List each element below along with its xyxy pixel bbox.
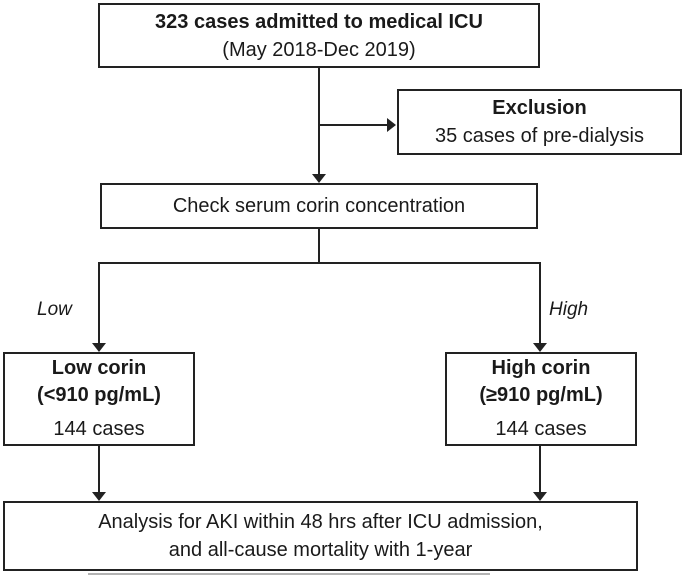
connector-to-exclusion xyxy=(318,124,387,126)
connector-branch-to-high xyxy=(539,262,541,344)
arrowhead-high-to-analysis xyxy=(533,492,547,501)
exclusion-box: Exclusion 35 cases of pre-dialysis xyxy=(397,89,682,155)
high-corin-cases: 144 cases xyxy=(495,418,587,440)
analysis-line1: Analysis for AKI within 48 hrs after ICU… xyxy=(98,511,543,533)
connector-top-to-check xyxy=(318,68,320,175)
low-corin-line1: Low corin xyxy=(51,357,147,379)
branch-label-high: High xyxy=(549,299,589,320)
low-corin-cases: 144 cases xyxy=(53,418,145,440)
arrowhead-down-to-high xyxy=(533,343,547,352)
branch-line xyxy=(98,262,541,264)
arrowhead-low-to-analysis xyxy=(92,492,106,501)
arrowhead-down-to-check xyxy=(312,174,326,183)
high-corin-line1: High corin xyxy=(491,357,591,379)
high-corin-line2: (≥910 pg/mL) xyxy=(479,384,603,406)
admitted-cases-line1: 323 cases admitted to medical ICU xyxy=(155,10,483,33)
exclusion-detail: 35 cases of pre-dialysis xyxy=(435,125,644,147)
low-corin-line2: (<910 pg/mL) xyxy=(37,384,161,406)
check-corin-label: Check serum corin concentration xyxy=(172,195,466,217)
high-corin-box: High corin (≥910 pg/mL) 144 cases xyxy=(445,352,637,446)
scan-artifact-line xyxy=(88,573,490,575)
arrowhead-down-to-low xyxy=(92,343,106,352)
admitted-cases-line2: (May 2018-Dec 2019) xyxy=(222,38,416,61)
analysis-box: Analysis for AKI within 48 hrs after ICU… xyxy=(3,501,638,571)
arrowhead-right-to-exclusion xyxy=(387,118,396,132)
connector-check-to-branch xyxy=(318,229,320,263)
branch-label-low: Low xyxy=(37,299,72,320)
connector-low-to-analysis xyxy=(98,446,100,492)
check-corin-box: Check serum corin concentration xyxy=(100,183,538,229)
connector-branch-to-low xyxy=(98,262,100,344)
low-corin-box: Low corin (<910 pg/mL) 144 cases xyxy=(3,352,195,446)
connector-high-to-analysis xyxy=(539,446,541,492)
analysis-line2: and all-cause mortality with 1-year xyxy=(168,539,473,561)
admitted-cases-box: 323 cases admitted to medical ICU (May 2… xyxy=(98,3,540,68)
exclusion-title: Exclusion xyxy=(492,97,587,119)
